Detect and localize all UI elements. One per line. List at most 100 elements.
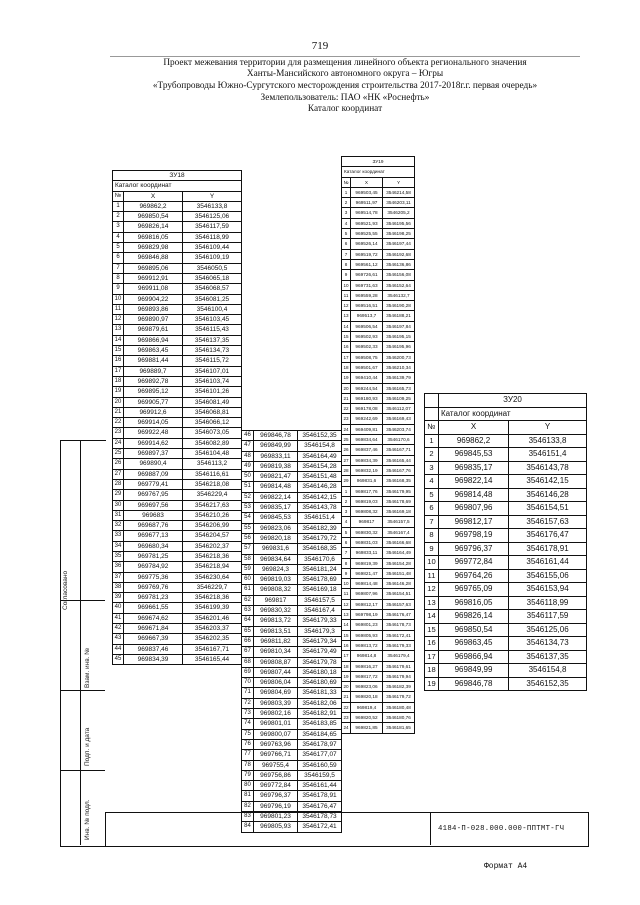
zu18-point-number: 70 — [241, 677, 254, 689]
zu18-point-number: 49 — [241, 460, 254, 473]
zu18-y-coordinate: 3546065,18 — [182, 272, 242, 285]
zu18-y-coordinate: 3546101,26 — [182, 386, 242, 398]
zu20-point-number: 14 — [424, 609, 439, 624]
zu19-x-coordinate: 969831,6 — [350, 475, 383, 487]
zu20-point-number: 8 — [424, 528, 439, 543]
zu20-y-coordinate: 3546155,06 — [507, 568, 588, 583]
zu18-point-number: 7 — [112, 262, 124, 274]
zu18-x-coordinate: 969835,17 — [253, 502, 298, 514]
zu19-point-number: 18 — [341, 660, 351, 672]
zu19-x-coordinate: 969519,72 — [350, 248, 383, 260]
zu19-y-coordinate: 3546203,11 — [381, 197, 416, 209]
zu19-y-coordinate: 3546164,49 — [381, 547, 416, 559]
zu18-x-coordinate: 969680,34 — [123, 540, 183, 552]
zu20-subtitle: Каталог координат — [437, 406, 588, 421]
zu19-point-number: 13 — [341, 609, 351, 621]
zu19-point-number: 29 — [341, 475, 351, 487]
zu19-point-number: 10 — [341, 578, 351, 590]
zu20-point-number: 9 — [424, 541, 439, 556]
zu18-y-coordinate: 3546100,4 — [182, 303, 242, 316]
header-divider — [110, 56, 580, 57]
zu18-point-number: 16 — [112, 355, 124, 367]
zu18-point-number: 77 — [241, 749, 254, 761]
zu19-y-coordinate: 3546166,68 — [381, 536, 416, 549]
zu18-point-number: 62 — [241, 594, 254, 607]
zu18-y-coordinate: 3546217,63 — [182, 499, 242, 511]
zu20-point-number: 2 — [424, 447, 439, 462]
zu18-point-number: 52 — [241, 491, 254, 504]
zu18-x-coordinate: 969804,69 — [253, 687, 298, 699]
zu18-x-coordinate: 969671,84 — [123, 623, 183, 635]
zu18-point-number: 47 — [241, 440, 254, 452]
zu19-y-coordinate: 3546180,76 — [381, 712, 416, 724]
zu18-y-coordinate: 3546172,41 — [297, 821, 342, 833]
zu18-point-number: 60 — [241, 574, 254, 586]
zu19-y-coordinate: 3546169,18 — [381, 506, 416, 518]
zu20-x-coordinate: 969765,09 — [438, 582, 509, 597]
zu19-y-coordinate: 3546168,35 — [381, 475, 416, 487]
zu18-point-number: 42 — [112, 623, 124, 635]
side-stamp-sign-date: Подп. и дата — [84, 727, 91, 766]
zu18-y-coordinate: 3546113,2 — [182, 458, 242, 470]
zu19-point-number: 9 — [341, 269, 351, 281]
zu19-x-coordinate: 969819,4 — [350, 701, 383, 714]
zu18-x-coordinate: 969687,76 — [123, 520, 183, 532]
zu19-x-coordinate: 969244,54 — [350, 382, 383, 394]
zu18-x-coordinate: 969893,86 — [123, 303, 183, 316]
zu18-x-coordinate: 969881,44 — [123, 355, 183, 367]
zu19-x-coordinate: 969837,46 — [350, 444, 383, 456]
zu19-x-coordinate: 969410,44 — [350, 372, 383, 384]
zu18-x-coordinate: 969834,39 — [123, 653, 183, 666]
zu18-point-number: 14 — [112, 334, 124, 347]
zu18-x-coordinate: 969895,12 — [123, 386, 183, 398]
zu18-point-number: 50 — [241, 471, 254, 483]
zu18-x-coordinate: 969833,11 — [253, 450, 298, 462]
zu18-subtitle: Каталог координат — [112, 180, 242, 192]
zu18-point-number: 76 — [241, 738, 254, 751]
zu18-point-number: 45 — [112, 653, 124, 666]
zu18-y-coordinate: 3546157,5 — [297, 594, 342, 607]
side-stamp-frame — [60, 440, 106, 847]
zu19-x-coordinate: 969502,93 — [350, 331, 383, 343]
zu18-x-coordinate: 969820,18 — [253, 532, 298, 545]
zu18-x-coordinate: 969849,99 — [253, 440, 298, 452]
zu19-x-coordinate: 969508,75 — [350, 351, 383, 363]
zu19-point-number: 24 — [341, 423, 351, 436]
zu18-x-coordinate: 969784,92 — [123, 561, 183, 573]
zu18-x-coordinate: 969763,96 — [253, 738, 298, 751]
zu18-y-coordinate: 3546204,57 — [182, 530, 242, 542]
zu18-point-number: 9 — [112, 283, 124, 295]
zu19-y-coordinate: 3546178,73 — [381, 619, 416, 631]
zu18-x-coordinate: 969837,46 — [123, 643, 183, 655]
zu18-point-number: 71 — [241, 687, 254, 699]
zu18-point-number: 34 — [112, 540, 124, 552]
zu19-x-coordinate: 969830,32 — [350, 526, 383, 538]
zu19-point-number: 12 — [341, 598, 351, 611]
zu20-x-coordinate: 969807,96 — [438, 501, 509, 516]
zu20-x-coordinate: 969822,14 — [438, 474, 509, 489]
zu20-y-coordinate: 3546117,59 — [507, 609, 588, 624]
zu20-x-coordinate: 969796,37 — [438, 541, 509, 556]
